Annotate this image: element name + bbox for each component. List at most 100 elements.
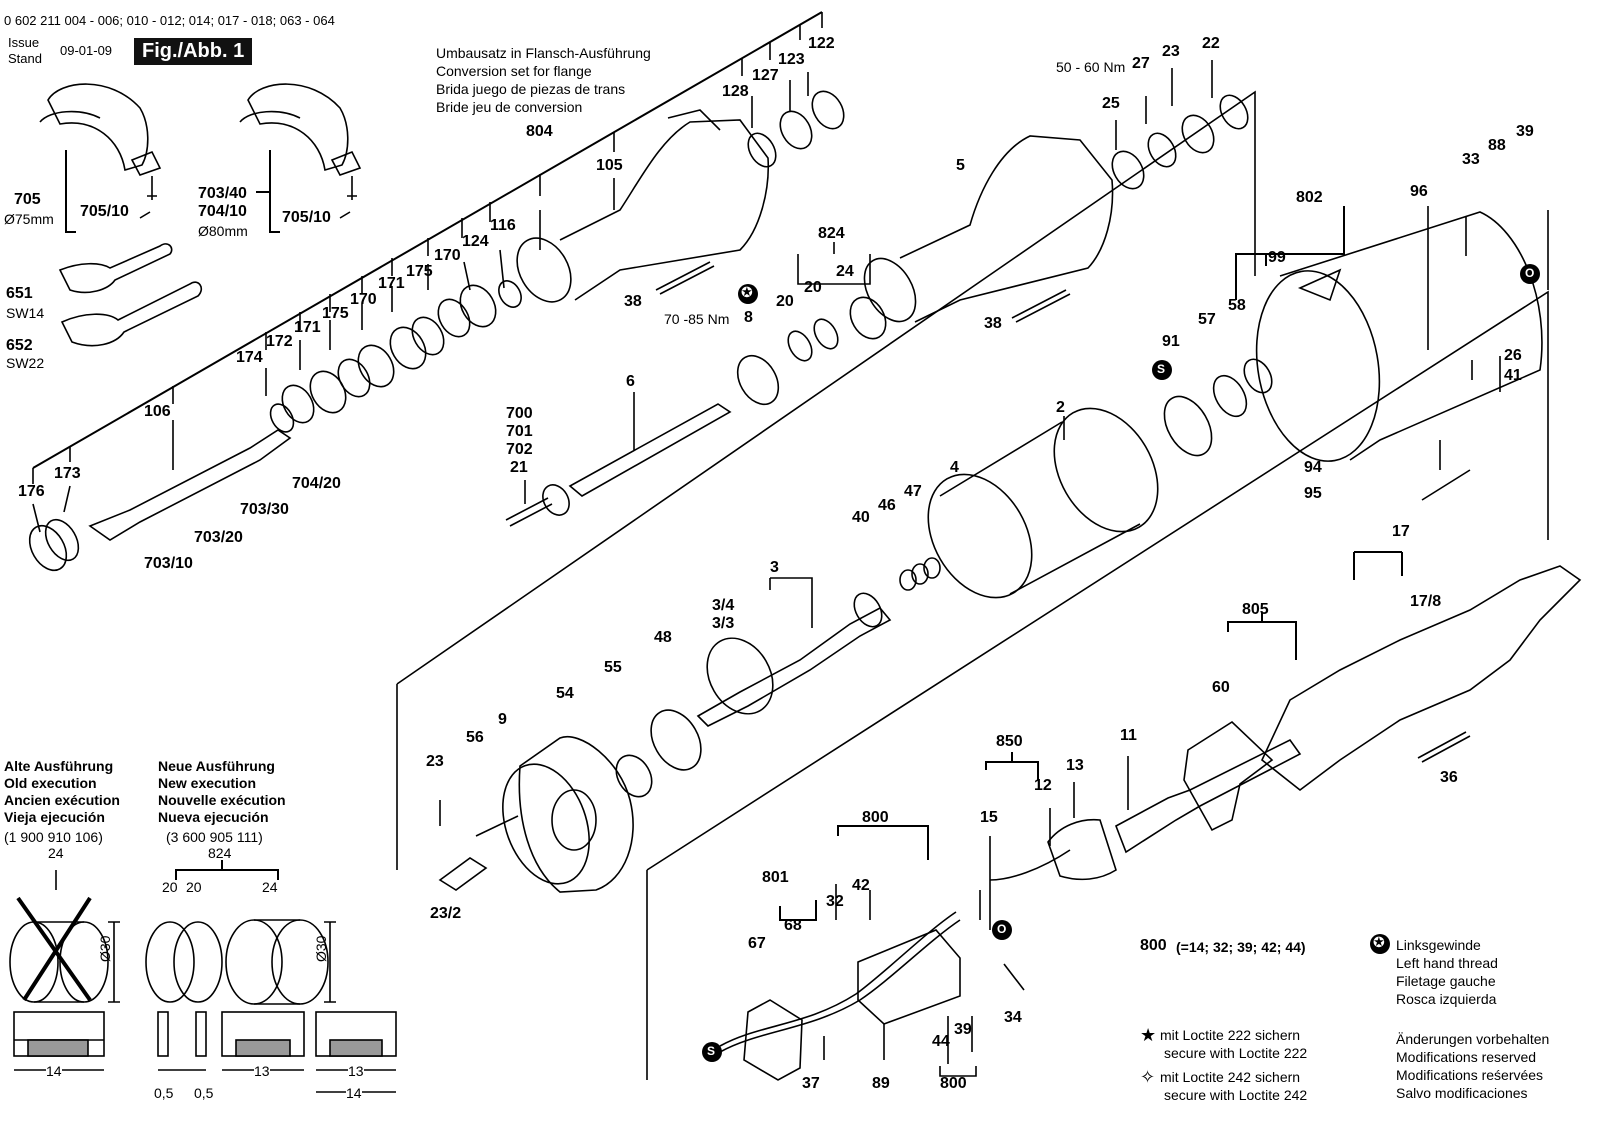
part-3: 3 <box>770 559 779 576</box>
part-55: 55 <box>604 659 622 676</box>
part-652: 652 <box>6 337 33 354</box>
part-702: 702 <box>506 441 533 458</box>
part-39-b: 39 <box>954 1021 972 1038</box>
spindle-106 <box>88 429 292 541</box>
part-11: 11 <box>1120 727 1137 744</box>
part-26: 26 <box>1504 347 1522 364</box>
part-60: 60 <box>1212 679 1230 696</box>
part-99: 99 <box>1268 249 1286 266</box>
issue-date: 09-01-09 <box>60 43 113 58</box>
part-8: 8 <box>744 309 753 326</box>
wrench-651 <box>58 243 173 294</box>
issue-label: Issue <box>8 35 40 50</box>
part-42: 42 <box>852 877 870 894</box>
part-25: 25 <box>1102 95 1120 112</box>
part-95: 95 <box>1304 485 1322 502</box>
part-704-10: 704/10 <box>198 203 247 220</box>
part-88: 88 <box>1488 137 1506 154</box>
panel-boundary-middle <box>396 90 1256 870</box>
dim-14-old: 14 <box>46 1063 62 1079</box>
loctite-222-en: secure with Loctite 222 <box>1164 1045 1308 1061</box>
part-20-b: 20 <box>804 279 822 296</box>
part-17-8: 17/8 <box>1410 593 1442 610</box>
part-32: 32 <box>826 893 844 910</box>
part-2: 2 <box>1056 399 1065 416</box>
marker-o-2-letter: O <box>997 922 1007 936</box>
part-800-b: 800 <box>940 1075 967 1092</box>
part-89: 89 <box>872 1075 890 1092</box>
housing-5 <box>863 135 1114 323</box>
part-68: 68 <box>784 917 802 934</box>
torque-50-60: 50 - 60 Nm <box>1056 59 1126 75</box>
part-171-a: 171 <box>378 275 405 292</box>
part-705-10-a: 705/10 <box>80 203 129 220</box>
part-23-a: 23 <box>1162 43 1180 60</box>
open-star-icon: ✧ <box>1140 1067 1156 1087</box>
part-175-a: 175 <box>406 263 433 280</box>
section-old <box>13 1011 105 1057</box>
part-46: 46 <box>878 497 896 514</box>
part-176: 176 <box>18 483 45 500</box>
new-execution-rings <box>145 919 329 1005</box>
part-34: 34 <box>1004 1009 1022 1026</box>
dim-05-a: 0,5 <box>154 1085 174 1101</box>
part-56: 56 <box>466 729 484 746</box>
part-3-3: 3/3 <box>712 615 735 632</box>
part-824: 824 <box>818 225 845 242</box>
part-13: 13 <box>1066 757 1084 774</box>
part-22: 22 <box>1202 35 1220 52</box>
part-105: 105 <box>596 157 623 174</box>
marker-s-1-letter: S <box>1157 362 1166 376</box>
new-execution-20-b: 20 <box>186 879 202 895</box>
part-106: 106 <box>144 403 171 420</box>
part-704-20: 704/20 <box>292 475 341 492</box>
old-execution-ring <box>9 896 109 1003</box>
wrench-size-sw14: SW14 <box>6 305 45 321</box>
part-12: 12 <box>1034 777 1052 794</box>
part-800-a: 800 <box>862 809 889 826</box>
dim-13-b: 13 <box>348 1063 364 1079</box>
part-23-2: 23/2 <box>430 905 462 922</box>
marker-o-1-letter: O <box>1525 266 1535 280</box>
part-39-a: 39 <box>1516 123 1534 140</box>
part-116: 116 <box>490 217 516 234</box>
part-44: 44 <box>932 1033 950 1050</box>
part-802: 802 <box>1296 189 1323 206</box>
marker-o-2 <box>992 920 1012 940</box>
size-75mm: Ø75mm <box>4 211 54 227</box>
part-41: 41 <box>1504 367 1522 384</box>
guard-hood-705 <box>39 83 162 233</box>
marker-o-1 <box>1520 264 1540 284</box>
part-705: 705 <box>14 191 41 208</box>
new-execution-assy: 824 <box>208 845 232 861</box>
flange-housing-105 <box>516 109 770 303</box>
part-700: 700 <box>506 405 533 422</box>
part-703-10: 703/10 <box>144 555 193 572</box>
part-701: 701 <box>506 423 533 440</box>
star-icon: ★ <box>1140 1025 1157 1045</box>
new-execution-24: 24 <box>262 879 278 895</box>
section-new-rings <box>157 1011 397 1057</box>
part-94: 94 <box>1304 459 1322 476</box>
part-703-20: 703/20 <box>194 529 243 546</box>
part-numbers-header: 0 602 211 004 - 006; 010 - 012; 014; 017… <box>4 13 335 28</box>
dim-05-b: 0,5 <box>194 1085 214 1101</box>
part-4: 4 <box>950 459 959 476</box>
left-thread-icon: ✪ <box>741 284 753 300</box>
part-651: 651 <box>6 285 33 302</box>
part-804: 804 <box>526 123 553 140</box>
loctite-222-de: mit Loctite 222 sichern <box>1160 1027 1301 1043</box>
part-67: 67 <box>748 935 766 952</box>
left-thread-legend-icon: ✪ <box>1373 934 1385 950</box>
left-thread-legend-marker <box>1370 934 1390 954</box>
part-24: 24 <box>836 263 854 280</box>
switch-body <box>857 929 961 1025</box>
part-174: 174 <box>236 349 263 366</box>
part-124: 124 <box>462 233 489 250</box>
loctite-242-en: secure with Loctite 242 <box>1164 1087 1308 1103</box>
part-47: 47 <box>904 483 922 500</box>
part-3-4: 3/4 <box>712 597 735 614</box>
